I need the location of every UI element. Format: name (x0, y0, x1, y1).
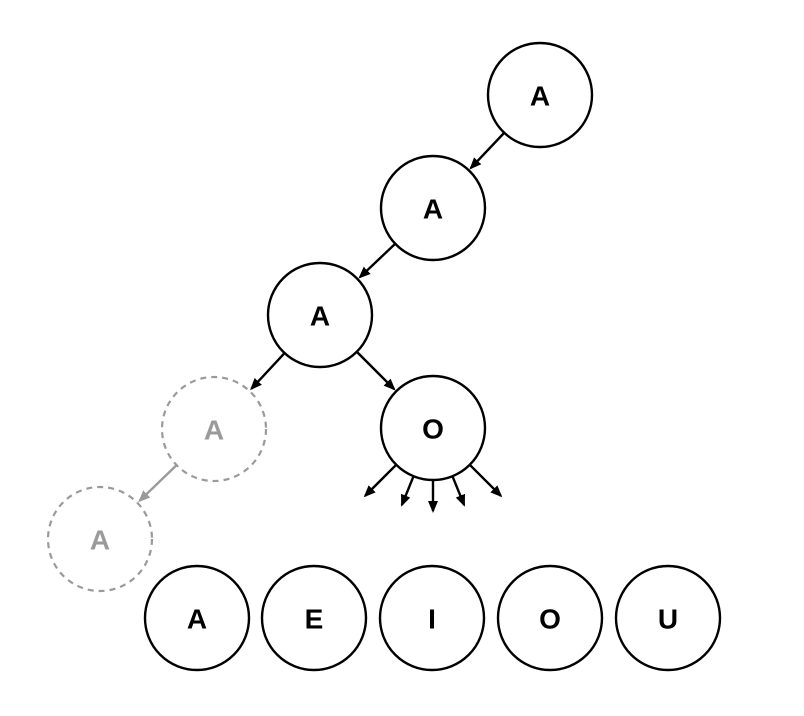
node-circle (266, 261, 374, 369)
node-ghost-a-far-left: A (46, 485, 154, 593)
node-label: A (310, 301, 330, 332)
edge-arrow-n3-n4 (250, 352, 286, 391)
node-label: O (539, 604, 561, 635)
node-label: A (204, 415, 224, 446)
fanout-arrow (468, 463, 503, 498)
node-level3-a: A (266, 261, 374, 369)
node-circle (379, 154, 487, 262)
edge-arrow-n4-n6 (138, 464, 178, 503)
node-ghost-a-left: A (160, 375, 268, 483)
vowel-node-a: A (143, 564, 251, 672)
node-label: A (423, 194, 443, 225)
vowel-node-e: E (260, 564, 368, 672)
vowel-node-o: O (496, 564, 604, 672)
fanout-arrow (450, 474, 466, 507)
node-label: U (658, 604, 678, 635)
node-label: A (187, 604, 207, 635)
node-circle (378, 564, 486, 672)
node-label: A (90, 525, 110, 556)
node-circle-dashed (160, 375, 268, 483)
node-circle (486, 41, 594, 149)
fanout-arrow (400, 474, 416, 507)
fanout-arrow (363, 463, 398, 498)
node-circle (143, 564, 251, 672)
node-label: O (422, 414, 444, 445)
node-circle (260, 564, 368, 672)
node-label: I (428, 604, 436, 635)
edges (138, 131, 506, 513)
edge-arrow-n3-n5 (355, 350, 396, 391)
nodes: A A A A O A A E (46, 41, 722, 672)
node-root-a: A (486, 41, 594, 149)
node-label: E (305, 604, 324, 635)
edge-arrow-n2-n3 (358, 242, 397, 279)
node-label: A (530, 81, 550, 112)
node-circle (614, 564, 722, 672)
node-circle (379, 374, 487, 482)
vowel-node-u: U (614, 564, 722, 672)
node-level2-a: A (379, 154, 487, 262)
vowel-node-i: I (378, 564, 486, 672)
node-circle-dashed (46, 485, 154, 593)
node-circle (496, 564, 604, 672)
edge-arrow-n1-n2 (469, 131, 506, 170)
node-o: O (379, 374, 487, 482)
